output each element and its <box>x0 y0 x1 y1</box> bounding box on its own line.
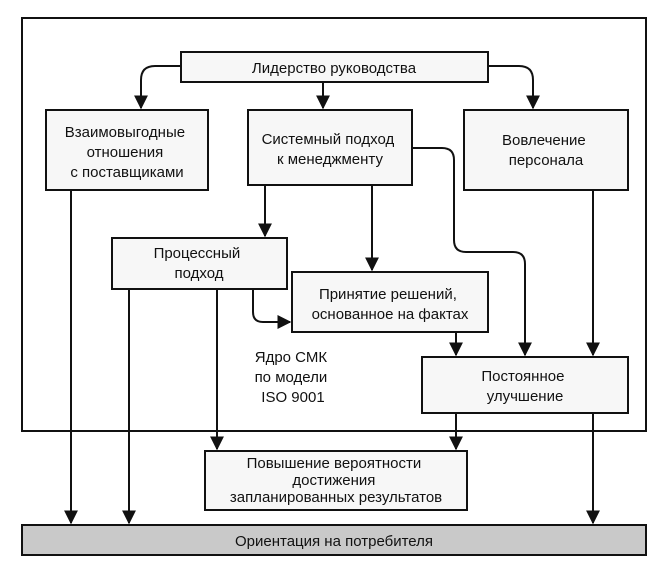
node-process-approach: Процессный подход <box>111 237 288 290</box>
arrow-leadership-to-personnel <box>488 65 540 110</box>
node-system-line-2: к менеджменту <box>277 151 383 168</box>
node-decisions-line-1: Принятие решений, <box>319 286 457 303</box>
node-suppliers-line-1: Взаимовыгодные <box>65 124 185 141</box>
node-results-line-2: достижения <box>292 472 375 489</box>
qms-core-line-3: ISO 9001 <box>261 389 324 406</box>
qms-core-line-2: по модели <box>255 369 328 386</box>
node-customer-focus: Ориентация на потребителя <box>21 524 647 556</box>
node-suppliers-line-3: с поставщиками <box>70 164 183 181</box>
node-suppliers-label: Взаимовыгодные отношения с поставщиками <box>65 124 190 181</box>
qms-core-label: Ядро СМК по модели ISO 9001 <box>255 349 332 406</box>
node-system-line-1: Системный подход <box>262 131 395 148</box>
node-process-line-1: Процессный <box>154 245 241 262</box>
node-results: Повышение вероятности достижения заплани… <box>204 450 468 511</box>
node-results-line-3: запланированных результатов <box>230 489 442 506</box>
node-system-approach: Системный подход к менеджменту <box>247 109 413 186</box>
qms-core-line-1: Ядро СМК <box>255 349 328 366</box>
arrow-process-to-decisions <box>252 289 292 329</box>
node-improvement-line-2: улучшение <box>487 388 564 405</box>
arrow-leadership-to-suppliers <box>134 65 181 110</box>
node-personnel: Вовлечение персонала <box>463 109 629 191</box>
node-suppliers-line-2: отношения <box>87 144 164 161</box>
node-leadership-label: Лидерство руководства <box>252 60 417 77</box>
connectors <box>64 65 600 525</box>
node-improvement-line-1: Постоянное <box>481 368 564 385</box>
node-leadership: Лидерство руководства <box>180 51 489 83</box>
node-decisions: Принятие решений, основанное на фактах <box>291 271 489 333</box>
node-results-line-1: Повышение вероятности <box>247 455 422 472</box>
node-improvement-label: Постоянное улучшение <box>481 368 568 405</box>
node-decisions-label: Принятие решений, основанное на фактах <box>312 286 469 323</box>
arrow-system-to-improvement <box>412 147 532 357</box>
node-process-line-2: подход <box>175 265 224 282</box>
node-system-label: Системный подход к менеджменту <box>262 131 399 168</box>
node-process-label: Процессный подход <box>154 245 245 282</box>
node-decisions-line-2: основанное на фактах <box>312 306 469 323</box>
node-suppliers: Взаимовыгодные отношения с поставщиками <box>45 109 209 191</box>
node-results-label: Повышение вероятности достижения заплани… <box>230 455 442 506</box>
node-personnel-label: Вовлечение персонала <box>502 132 590 169</box>
node-continuous-improvement: Постоянное улучшение <box>421 356 629 414</box>
node-personnel-line-1: Вовлечение <box>502 132 586 149</box>
node-customer-label: Ориентация на потребителя <box>235 533 433 550</box>
node-personnel-line-2: персонала <box>509 152 584 169</box>
